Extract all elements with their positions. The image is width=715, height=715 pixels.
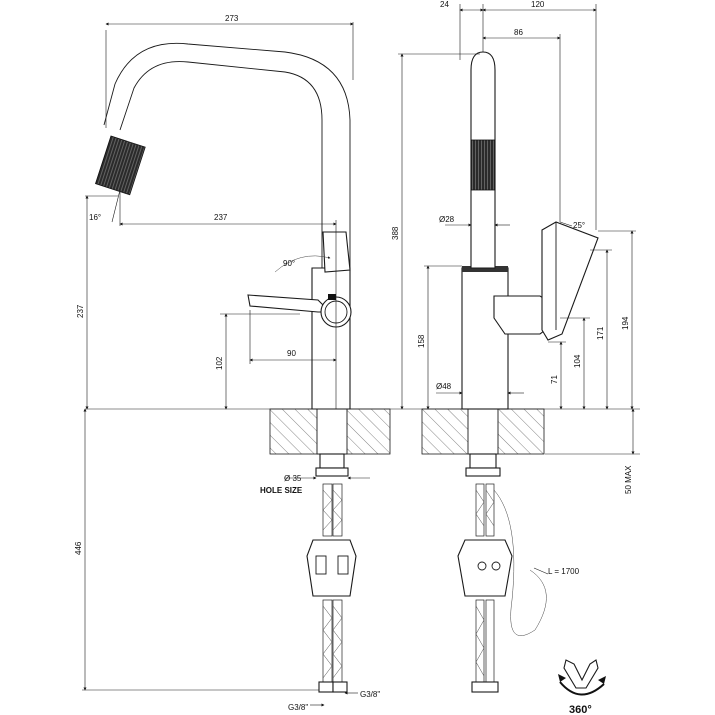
dim-446: 446 xyxy=(74,541,83,555)
dim-86: 86 xyxy=(514,28,523,37)
dim-171: 171 xyxy=(596,326,605,340)
rotation-360-label: 360° xyxy=(569,704,592,715)
dim-50-max: 50 MAX xyxy=(624,465,633,494)
dim-24: 24 xyxy=(440,0,449,9)
spout-tube xyxy=(119,61,323,268)
faucet-body xyxy=(311,267,351,410)
dim-194: 194 xyxy=(621,316,630,330)
handle-lever-side xyxy=(322,231,351,273)
aerator-front xyxy=(470,139,496,191)
dim-35: Ø 35 xyxy=(284,474,302,483)
dim-388: 388 xyxy=(391,226,400,240)
dim-102: 102 xyxy=(215,356,224,370)
hole-size-label: HOLE SIZE xyxy=(260,486,303,495)
dim-25deg: 25° xyxy=(573,221,585,230)
braided-hose-side xyxy=(306,483,357,693)
dim-g38-right: G3/8" xyxy=(360,690,380,699)
dim-120: 120 xyxy=(531,0,545,9)
dim-48: Ø48 xyxy=(436,382,452,391)
dim-71: 71 xyxy=(550,375,559,384)
dim-90: 90 xyxy=(287,349,296,358)
dim-hose-length: L = 1700 xyxy=(548,567,580,576)
dim-237-horizontal: 237 xyxy=(214,213,228,222)
front-view: 24 120 86 388 Ø28 158 Ø48 25° 194 171 xyxy=(391,0,640,715)
dim-273: 273 xyxy=(225,14,239,23)
side-view: 90° 273 237 16° 237 102 90 446 xyxy=(74,14,640,712)
dim-104: 104 xyxy=(573,354,582,368)
braided-hose-front xyxy=(457,483,547,693)
dim-16deg: 16° xyxy=(89,213,101,222)
dim-28: Ø28 xyxy=(439,215,455,224)
faucet-body-front xyxy=(461,267,509,410)
dim-158: 158 xyxy=(417,334,426,348)
dim-g38-left: G3/8" xyxy=(288,703,308,712)
dim-90deg: 90° xyxy=(283,259,295,268)
mixer-connector xyxy=(306,539,357,597)
rotation-arrow-icon xyxy=(558,659,606,696)
aerator-knurled xyxy=(95,135,146,196)
dim-237-vertical: 237 xyxy=(76,304,85,318)
